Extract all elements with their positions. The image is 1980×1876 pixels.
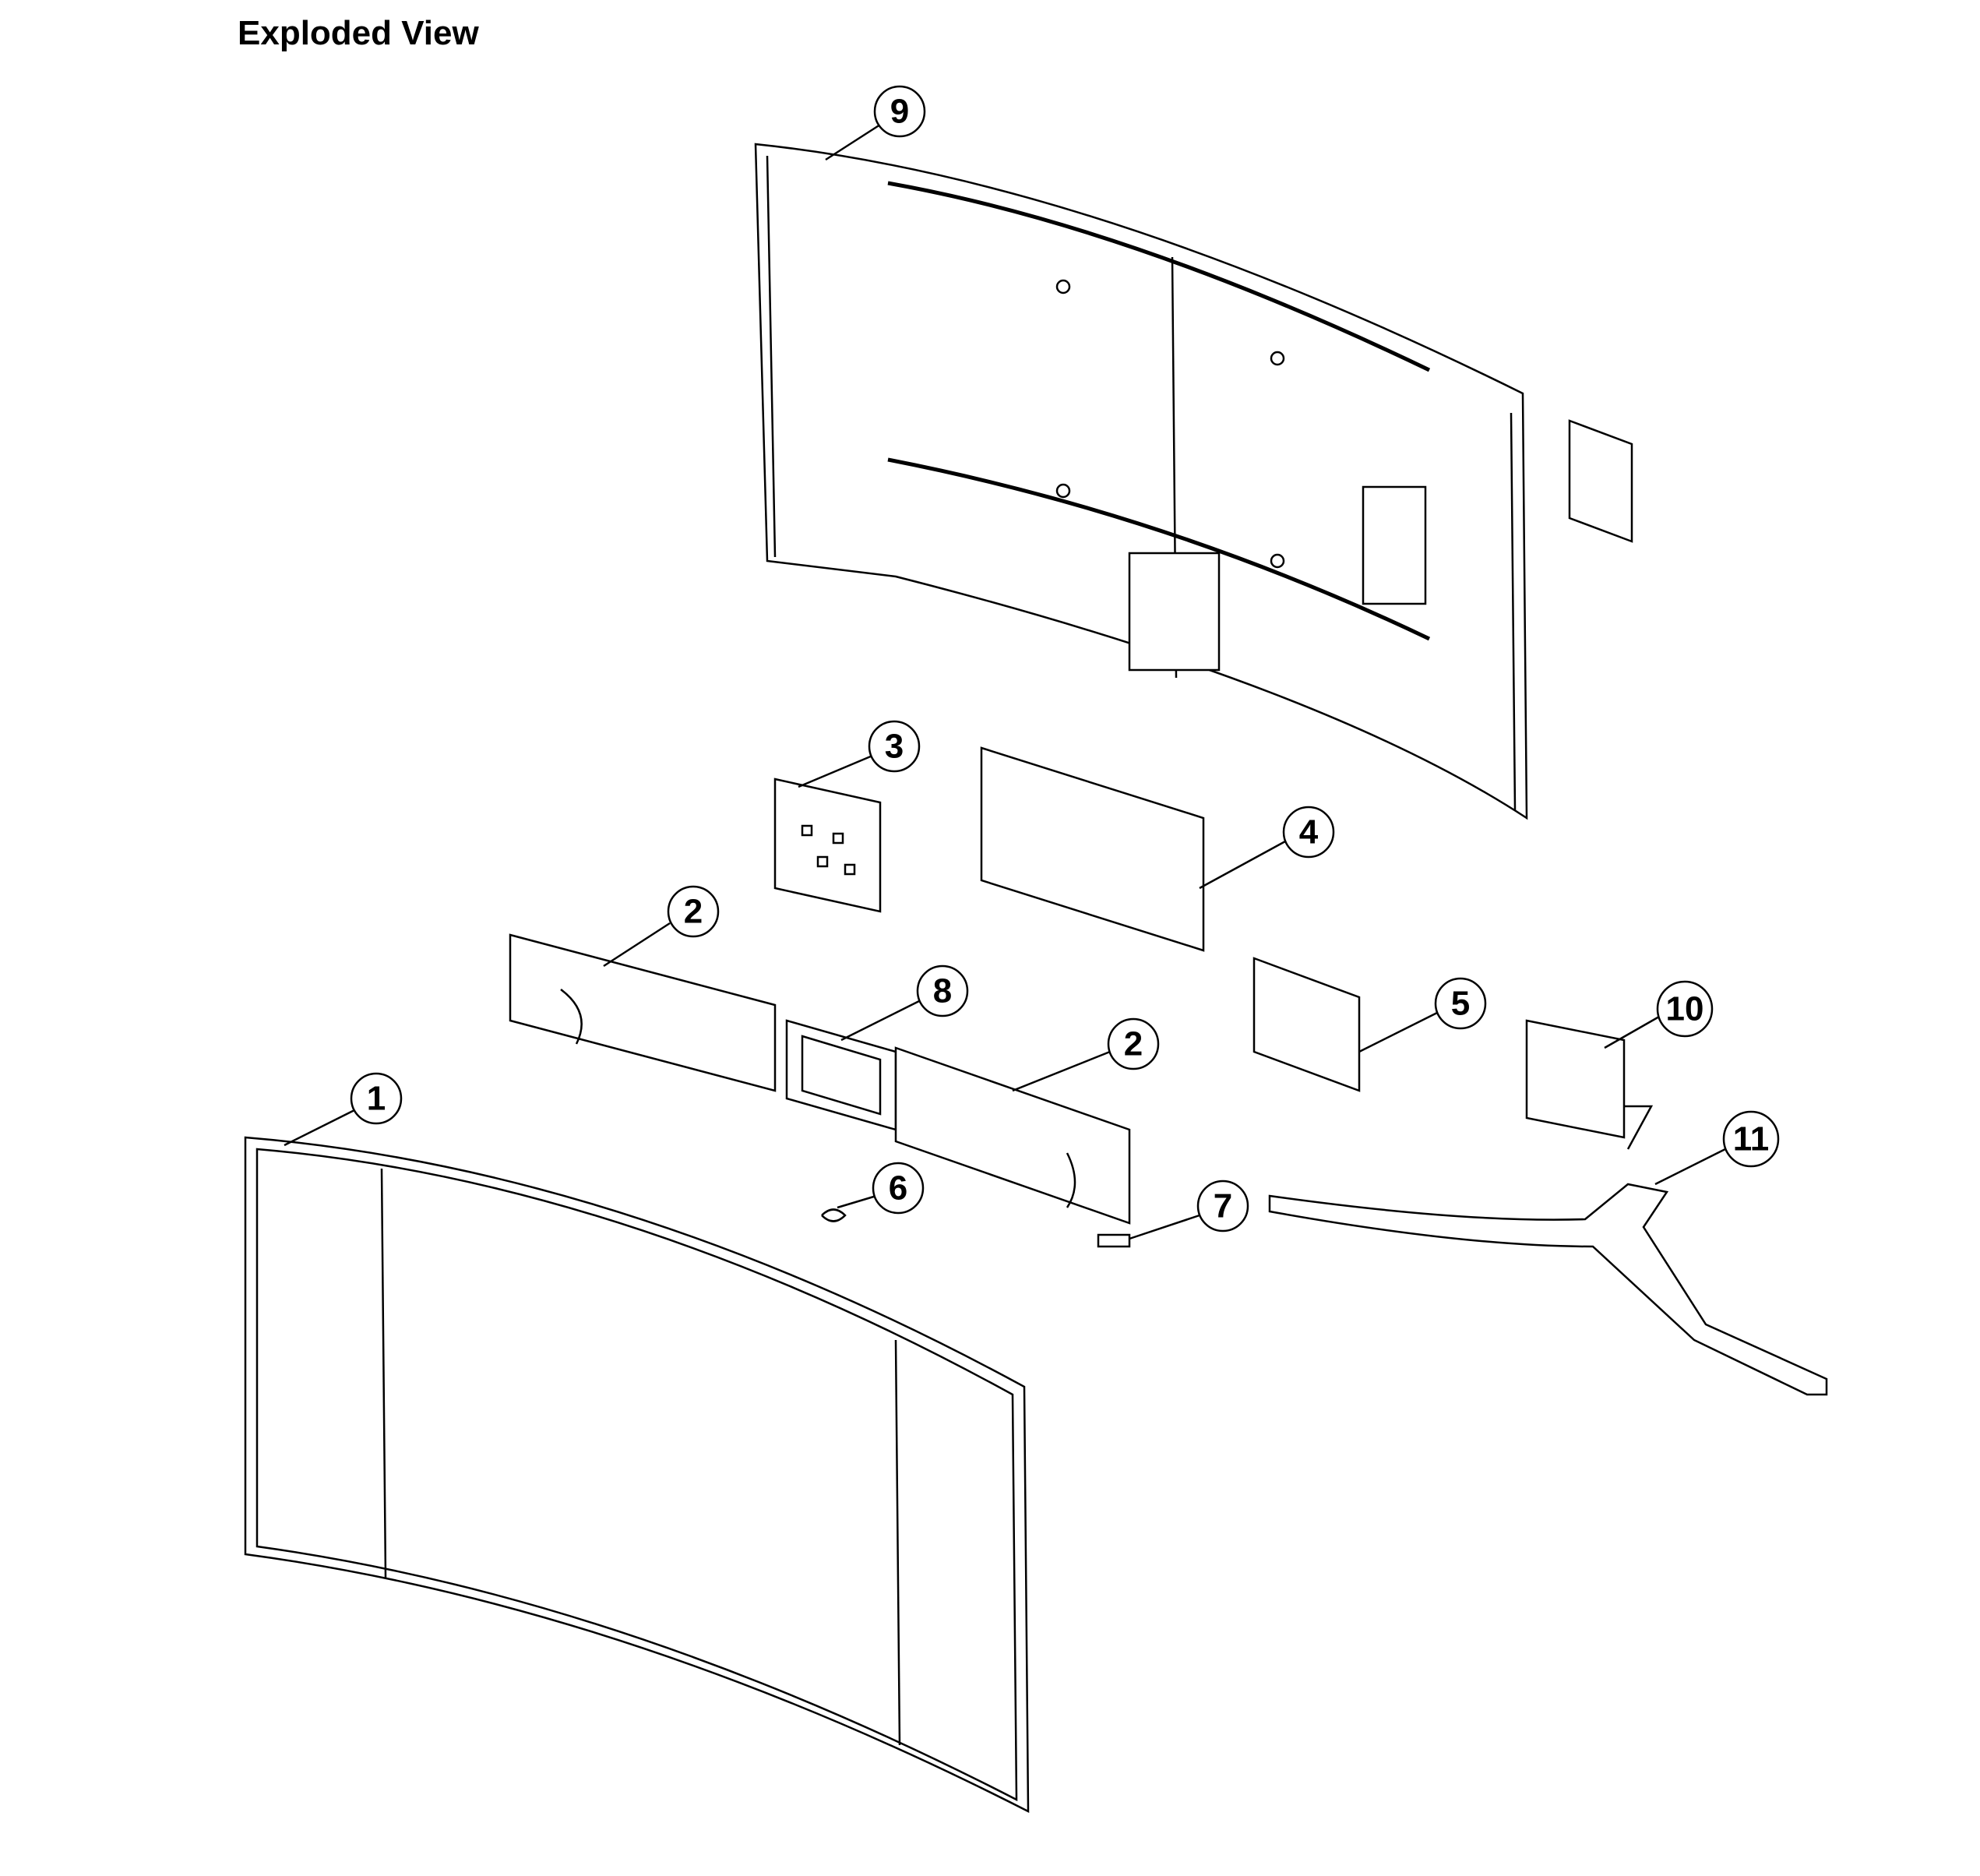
callout-11: 11 <box>1654 1110 1780 1186</box>
callout-2a: 2 <box>603 885 720 968</box>
callout-3: 3 <box>798 720 921 788</box>
svg-text:5: 5 <box>1451 985 1470 1023</box>
svg-text:4: 4 <box>1299 813 1319 852</box>
part-board-5 <box>1252 957 1361 1092</box>
part-front-panel <box>244 1136 1030 1814</box>
callout-2b: 2 <box>1012 1017 1160 1092</box>
part-clip-6 <box>821 1208 847 1222</box>
svg-text:9: 9 <box>890 93 909 131</box>
callout-6: 6 <box>837 1162 925 1215</box>
callout-9: 9 <box>825 85 926 161</box>
part-board-3 <box>773 778 882 913</box>
svg-text:2: 2 <box>1124 1025 1143 1063</box>
callout-8: 8 <box>840 964 969 1042</box>
svg-text:7: 7 <box>1214 1187 1232 1225</box>
svg-text:1: 1 <box>367 1080 386 1118</box>
svg-text:2: 2 <box>684 893 703 931</box>
part-frame-8 <box>785 1019 897 1131</box>
part-stand-11 <box>1268 1183 1828 1396</box>
part-rear-cover <box>754 143 1528 820</box>
callout-7: 7 <box>1129 1180 1249 1240</box>
callout-5: 5 <box>1358 977 1487 1053</box>
svg-text:11: 11 <box>1733 1120 1770 1158</box>
part-board-4 <box>980 746 1205 952</box>
part-stand-bracket-10 <box>1525 1019 1654 1150</box>
svg-text:6: 6 <box>889 1169 907 1208</box>
callout-1: 1 <box>284 1072 403 1147</box>
svg-text:3: 3 <box>885 728 904 766</box>
part-rear-bracket-plate <box>1568 419 1633 543</box>
part-item-7 <box>1097 1233 1131 1248</box>
callout-10: 10 <box>1604 980 1714 1049</box>
part-bracket-2-left <box>509 933 777 1092</box>
callout-4: 4 <box>1199 806 1335 890</box>
diagram-title: Exploded View <box>238 14 479 52</box>
svg-text:8: 8 <box>933 972 952 1010</box>
part-bracket-2-right <box>894 1046 1131 1225</box>
svg-text:10: 10 <box>1666 990 1704 1028</box>
